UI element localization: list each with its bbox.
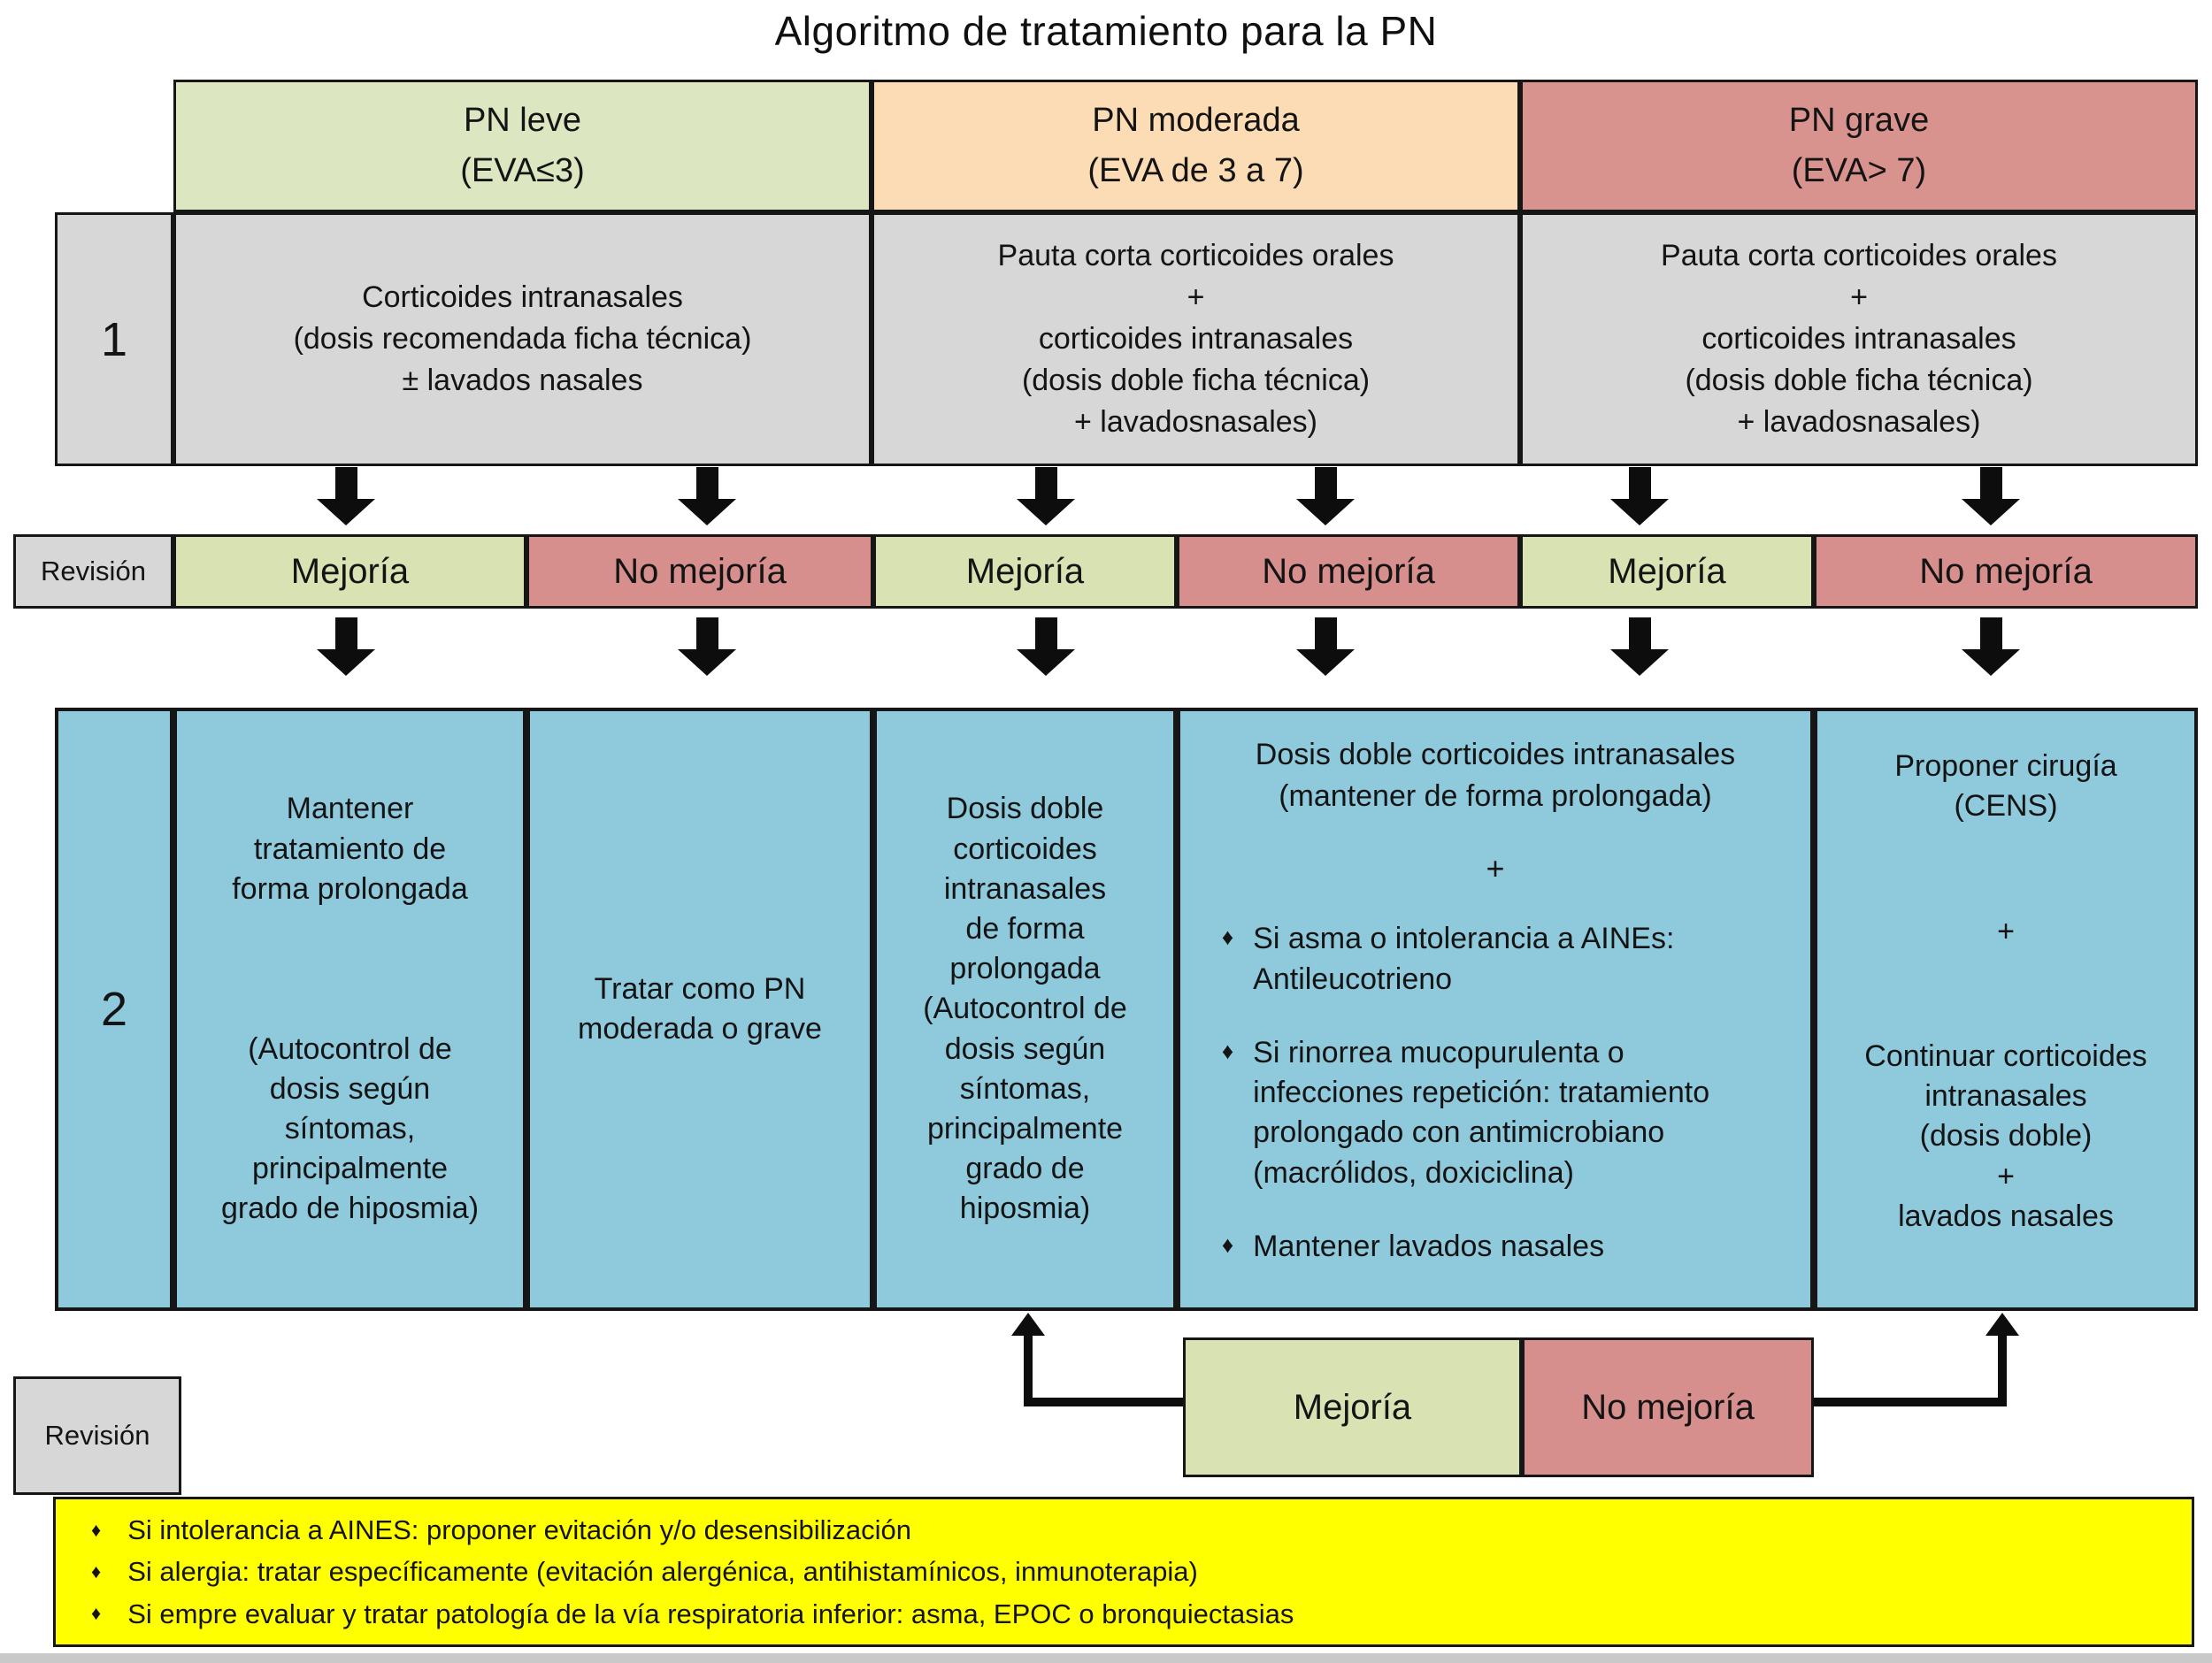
down-arrow-icon: [1609, 467, 1671, 527]
treatment-bullet-list: ♦ Si asma o intolerancia a AINEs: Antile…: [1222, 919, 1769, 1267]
step2-cell-tratar-como: Tratar como PN moderada o grave: [526, 708, 873, 1311]
list-item-text: Mantener lavados nasales: [1253, 1229, 1605, 1263]
list-item-text: Si asma o intolerancia a AINEs: Antileuc…: [1253, 922, 1675, 996]
revision1-box-no-mejoria-moderada: No mejoría: [1177, 534, 1520, 609]
footnote-text: Si intolerancia a AINES: proponer evitac…: [127, 1514, 911, 1546]
no-mejoria-text: No mejoría: [1581, 1387, 1755, 1427]
revision2-box-mejoria: Mejoría: [1183, 1337, 1522, 1477]
connector-line: [1024, 1332, 1033, 1406]
step1-row-label: 1: [55, 212, 173, 466]
footnote-box: ♦ Si intolerancia a AINES: proponer evit…: [53, 1497, 2194, 1647]
step1-number: 1: [100, 312, 128, 366]
no-mejoria-text: No mejoría: [1262, 551, 1435, 591]
step2-cell-dosis-doble-prolongada: Dosis doble corticoides intranasales de …: [873, 708, 1177, 1311]
revision1-label-text: Revisión: [41, 556, 146, 586]
revision1-label: Revisión: [13, 534, 173, 609]
step2-cell-mantener: Mantener tratamiento de forma prolongada…: [173, 708, 526, 1311]
no-mejoria-text: No mejoría: [613, 551, 787, 591]
mejoria-text: Mejoría: [965, 551, 1085, 591]
surgery-text: Proponer cirugía (CENS): [1894, 749, 2117, 824]
diamond-bullet-icon: ♦: [1221, 1230, 1234, 1258]
connector-line: [1998, 1332, 2007, 1406]
revision2-box-no-mejoria: No mejoría: [1522, 1337, 1814, 1477]
footnote-item: ♦ Si empre evaluar y tratar patología de…: [91, 1598, 2156, 1630]
list-item: ♦ Mantener lavados nasales: [1222, 1227, 1604, 1267]
step2-cell-dosis-doble-mantener: Dosis doble corticoides intranasales (ma…: [1177, 708, 1814, 1311]
page-bottom-edge: [0, 1653, 2212, 1663]
footnote-item: ♦ Si alergia: tratar específicamente (ev…: [91, 1555, 2156, 1588]
step1-cell-grave-text: Pauta corta corticoides orales + cortico…: [1661, 239, 2057, 439]
list-item-text: Si rinorrea mucopurulenta o infecciones …: [1253, 1035, 1710, 1190]
list-item: ♦ Si rinorrea mucopurulenta o infeccione…: [1222, 1033, 1709, 1193]
revision1-box-no-mejoria-leve: No mejoría: [526, 534, 873, 609]
down-arrow-icon: [676, 617, 738, 678]
revision1-box-mejoria-grave: Mejoría: [1520, 534, 1814, 609]
mejoria-text: Mejoría: [1293, 1387, 1412, 1427]
step2-cell-mantener-text: Mantener tratamiento de forma prolongada…: [220, 792, 480, 1226]
continue-treatment-text: Continuar corticoides intranasales (dosi…: [1864, 1038, 2147, 1233]
step2-row-label: 2: [55, 708, 173, 1311]
diamond-bullet-icon: ♦: [1221, 1037, 1234, 1064]
step1-cell-leve-text: Corticoides intranasales (dosis recomend…: [293, 280, 752, 397]
connector-line: [1024, 1398, 1188, 1406]
down-arrow-icon: [315, 617, 377, 678]
revision1-box-no-mejoria-grave: No mejoría: [1814, 534, 2198, 609]
header-pn-moderada-label: PN moderada (EVA de 3 a 7): [1087, 102, 1304, 189]
footnote-text: Si alergia: tratar específicamente (evit…: [127, 1556, 1198, 1588]
diagram-title: Algoritmo de tratamiento para la PN: [774, 8, 1438, 54]
step1-cell-moderada: Pauta corta corticoides orales + cortico…: [872, 212, 1520, 466]
footnote-item: ♦ Si intolerancia a AINES: proponer evit…: [91, 1514, 2156, 1546]
step2-number: 2: [100, 983, 128, 1036]
header-pn-moderada: PN moderada (EVA de 3 a 7): [872, 80, 1520, 212]
down-arrow-icon: [1015, 467, 1077, 527]
step2-cell-cirugia: Proponer cirugía (CENS) + Continuar cort…: [1814, 708, 2198, 1311]
header-pn-leve: PN leve (EVA≤3): [173, 80, 872, 212]
up-arrow-icon: [1011, 1313, 1045, 1336]
step1-cell-grave: Pauta corta corticoides orales + cortico…: [1520, 212, 2198, 466]
no-mejoria-text: No mejoría: [1919, 551, 2093, 591]
revision1-box-mejoria-leve: Mejoría: [173, 534, 526, 609]
mejoria-text: Mejoría: [1608, 551, 1726, 591]
up-arrow-icon: [1985, 1313, 2019, 1336]
step1-cell-moderada-text: Pauta corta corticoides orales + cortico…: [997, 239, 1394, 439]
diamond-bullet-icon: ♦: [91, 1602, 102, 1625]
diamond-bullet-icon: ♦: [1221, 923, 1234, 951]
footnote-text: Si empre evaluar y tratar patología de l…: [127, 1598, 1294, 1629]
header-pn-leve-label: PN leve (EVA≤3): [460, 102, 585, 189]
diamond-bullet-icon: ♦: [91, 1518, 102, 1541]
step2-cell-dosis-doble-prolongada-text: Dosis doble corticoides intranasales de …: [923, 792, 1127, 1226]
down-arrow-icon: [1294, 467, 1356, 527]
header-pn-grave: PN grave (EVA> 7): [1520, 80, 2198, 212]
plus-sign: +: [1486, 849, 1505, 886]
mejoria-text: Mejoría: [290, 551, 410, 591]
down-arrow-icon: [315, 467, 377, 527]
down-arrow-icon: [1960, 467, 2022, 527]
down-arrow-icon: [676, 467, 738, 527]
step2-cell-tratar-como-text: Tratar como PN moderada o grave: [578, 971, 822, 1046]
down-arrow-icon: [1960, 617, 2022, 678]
plus-sign: +: [1997, 914, 2015, 948]
revision1-box-mejoria-moderada: Mejoría: [873, 534, 1177, 609]
header-pn-grave-label: PN grave (EVA> 7): [1788, 102, 1930, 189]
revision2-label-text: Revisión: [44, 1420, 150, 1451]
down-arrow-icon: [1294, 617, 1356, 678]
list-item: ♦ Si asma o intolerancia a AINEs: Antile…: [1222, 919, 1675, 999]
down-arrow-icon: [1609, 617, 1671, 678]
revision2-label: Revisión: [13, 1376, 181, 1495]
cell-heading: Dosis doble corticoides intranasales (ma…: [1255, 738, 1736, 813]
connector-line: [1814, 1398, 2007, 1406]
step1-cell-leve: Corticoides intranasales (dosis recomend…: [173, 212, 872, 466]
diamond-bullet-icon: ♦: [91, 1560, 102, 1583]
down-arrow-icon: [1015, 617, 1077, 678]
